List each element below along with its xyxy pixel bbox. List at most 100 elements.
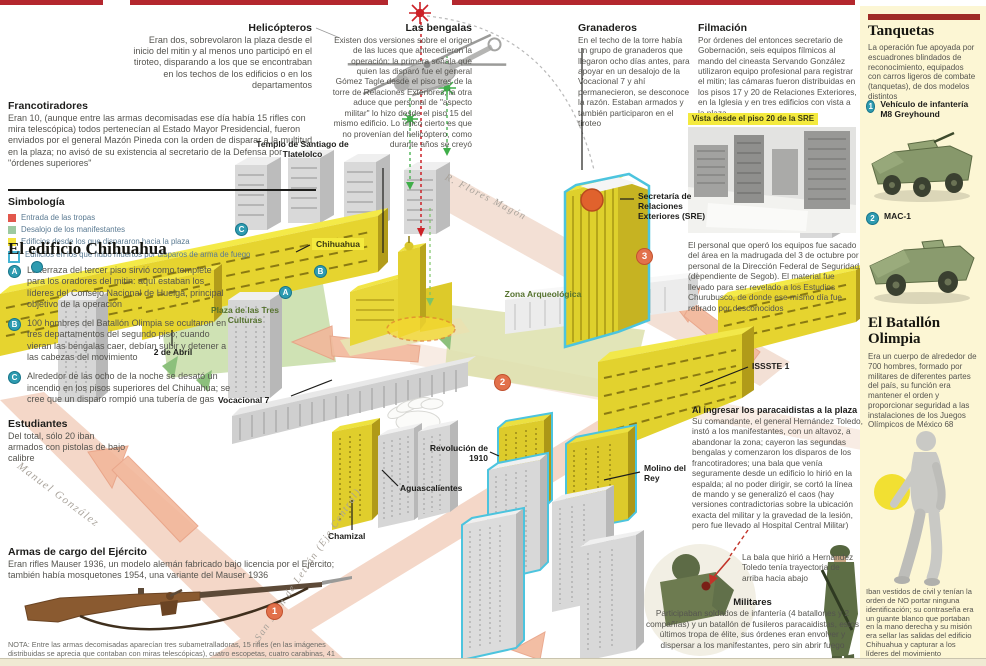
label-revolucion: Revolución de 1910 bbox=[429, 443, 488, 463]
paracaidistas-body: Su comandante, el general Hernández Tole… bbox=[692, 415, 863, 531]
letter-badge-a: A bbox=[8, 264, 21, 278]
helicopteros-title: Helicópteros bbox=[248, 22, 312, 34]
building-vocacional bbox=[232, 356, 476, 444]
green-flare-burst-2 bbox=[402, 111, 418, 127]
bala-caption: La bala que hirió a Hernández Toledo ten… bbox=[742, 552, 854, 583]
flare-bursts bbox=[402, 2, 456, 127]
tanquetas-title: Tanquetas bbox=[868, 23, 935, 39]
top-bar-right bbox=[452, 0, 855, 5]
rifle-illustration bbox=[24, 576, 352, 631]
model-2-badge: 2 bbox=[866, 212, 879, 225]
gray-towers-cyan bbox=[461, 451, 549, 662]
section-simbologia: Simbología Entrada de las tropas Desaloj… bbox=[8, 196, 328, 266]
label-molino: Molino del Rey bbox=[644, 463, 687, 483]
simbologia-title: Simbología bbox=[8, 196, 65, 208]
wounded-soldier-vignette bbox=[644, 529, 756, 656]
tanqueta-model-2: 2 MAC-1 bbox=[866, 211, 980, 225]
legend-item-shooters: Edificios desde los que dispararon hacia… bbox=[8, 237, 328, 247]
map-marker-1: 1 bbox=[266, 603, 283, 620]
tanqueta-model-1: 1 Vehículo de infantería M8 Greyhound bbox=[866, 99, 980, 120]
batallon-caption: Iban vestidos de civil y tenían la orden… bbox=[866, 587, 974, 658]
filmacion-photo bbox=[688, 127, 856, 233]
francotiradores-body: Eran 10, (aunque entre las armas decomis… bbox=[8, 112, 313, 168]
armas-body: Eran rifles Mauser 1936, un modelo alemá… bbox=[8, 558, 335, 580]
divider bbox=[8, 189, 316, 191]
label-issste: ISSSTE 1 bbox=[752, 361, 790, 371]
m8-greyhound-illustration bbox=[871, 131, 973, 202]
leader-lines bbox=[295, 27, 749, 387]
legend-swatch-cyan-outline bbox=[8, 250, 20, 263]
section-francotiradores: Francotiradores Eran 10, (aunque entre l… bbox=[8, 100, 320, 169]
church-highlight-ellipse bbox=[386, 316, 456, 342]
building-molino bbox=[552, 423, 644, 662]
francotiradores-title: Francotiradores bbox=[8, 100, 88, 112]
bengalas-body: Existen dos versiones sobre el origen de… bbox=[332, 34, 472, 150]
legend-item-deaths: Edificios en los que hubo muertos por di… bbox=[8, 250, 328, 263]
granaderos-title: Granaderos bbox=[578, 22, 637, 34]
map-marker-3: 3 bbox=[636, 248, 653, 265]
filmacion-body: Por órdenes del entonces secretario de G… bbox=[698, 34, 857, 118]
helicopteros-body: Eran dos, sobrevolaron la plaza desde el… bbox=[133, 34, 312, 90]
label-chamizal: Chamizal bbox=[328, 531, 366, 541]
model-1-badge: 1 bbox=[866, 100, 876, 113]
batallon-title: El Batallón Olimpia bbox=[868, 315, 941, 347]
granaderos-body: En el techo de la torre había un grupo d… bbox=[578, 34, 690, 129]
top-bar-left bbox=[0, 0, 103, 5]
label-dos-abril: 2 de Abril bbox=[153, 347, 193, 357]
chihuahua-item-c: C Alrededor de las ocho de la noche se d… bbox=[8, 371, 243, 405]
legend-swatch-red bbox=[8, 213, 16, 222]
label-sre: Secretaría de Relaciones Exteriores (SRE… bbox=[638, 191, 706, 221]
top-bar-mid bbox=[130, 0, 388, 5]
section-granaderos: Granaderos En el techo de la torre había… bbox=[578, 22, 690, 129]
filmacion-title: Filmación bbox=[698, 22, 748, 34]
map-letter-a: A bbox=[279, 286, 292, 299]
map-letter-dot bbox=[31, 261, 43, 273]
section-bengalas: Las bengalas Existen dos versiones sobre… bbox=[330, 22, 472, 150]
letter-badge-b: B bbox=[8, 318, 21, 332]
filmacion-photo-note: El personal que operó los equipos fue sa… bbox=[688, 240, 860, 313]
filmacion-photo-caption: Vista desde el piso 20 de la SRE bbox=[688, 113, 819, 125]
tanquetas-body: La operación fue apoyada por escuadrones… bbox=[868, 43, 976, 101]
estudiantes-title: Estudiantes bbox=[8, 418, 68, 430]
letter-badge-c: C bbox=[8, 371, 21, 385]
map-letter-c: C bbox=[235, 223, 248, 236]
militares-body: Participaban soldados de infantería (4 b… bbox=[645, 608, 860, 650]
legend-item-troops: Entrada de las tropas bbox=[8, 213, 328, 222]
chihuahua-item-a: A La terraza del tercer piso sirvió como… bbox=[8, 264, 243, 310]
militares-title: Militares bbox=[733, 597, 772, 608]
legend-swatch-yellow bbox=[8, 238, 16, 247]
label-chihuahua: Chihuahua bbox=[312, 238, 364, 251]
red-flare-burst bbox=[409, 2, 431, 24]
bengalas-title: Las bengalas bbox=[405, 22, 472, 34]
building-sre-tower bbox=[563, 172, 651, 349]
label-vocacional: Vocacional 7 bbox=[218, 395, 270, 405]
building-aguascalientes bbox=[378, 420, 458, 528]
label-plaza: Plaza de las Tres Culturas bbox=[210, 305, 280, 325]
gray-tower-mid bbox=[228, 292, 282, 398]
bottom-strip bbox=[0, 658, 986, 666]
label-templo: Templo de Santiago de Tlatelolco bbox=[256, 139, 349, 159]
section-armas: Armas de cargo del Ejército Eran rifles … bbox=[8, 546, 343, 581]
batallon-body: Era un cuerpo de alrededor de 700 hombre… bbox=[868, 352, 977, 430]
section-estudiantes: Estudiantes Del total, sólo 20 iban arma… bbox=[8, 418, 126, 465]
sre-tower-highlight bbox=[580, 188, 604, 212]
helicopter-illustration bbox=[347, 33, 507, 97]
chihuahua-item-b: B 100 hombres del Batallón Olimpia se oc… bbox=[8, 318, 243, 363]
label-zona: Zona Arqueológica bbox=[504, 289, 582, 299]
white-glove-highlight bbox=[874, 474, 910, 510]
batallon-figure-illustration bbox=[874, 431, 946, 586]
map-letter-b: B bbox=[314, 265, 327, 278]
armas-title: Armas de cargo del Ejército bbox=[8, 546, 147, 558]
section-edificio-chihuahua: El edificio Chihuahua A La terraza del t… bbox=[8, 240, 243, 413]
section-filmacion: Filmación Por órdenes del entonces secre… bbox=[698, 22, 858, 118]
paracaidistas-title: Al ingresar los paracaidistas a la plaza bbox=[692, 405, 858, 415]
building-dos-abril bbox=[142, 264, 222, 346]
sidebar-top-bar bbox=[868, 14, 980, 20]
sidebar bbox=[860, 6, 986, 658]
label-aguascalientes: Aguascalientes bbox=[400, 483, 463, 493]
gray-towers-west bbox=[58, 292, 108, 402]
section-helicopteros: Helicópteros Eran dos, sobrevolaron la p… bbox=[130, 22, 312, 91]
section-militares: Militares Participaban soldados de infan… bbox=[645, 597, 860, 650]
